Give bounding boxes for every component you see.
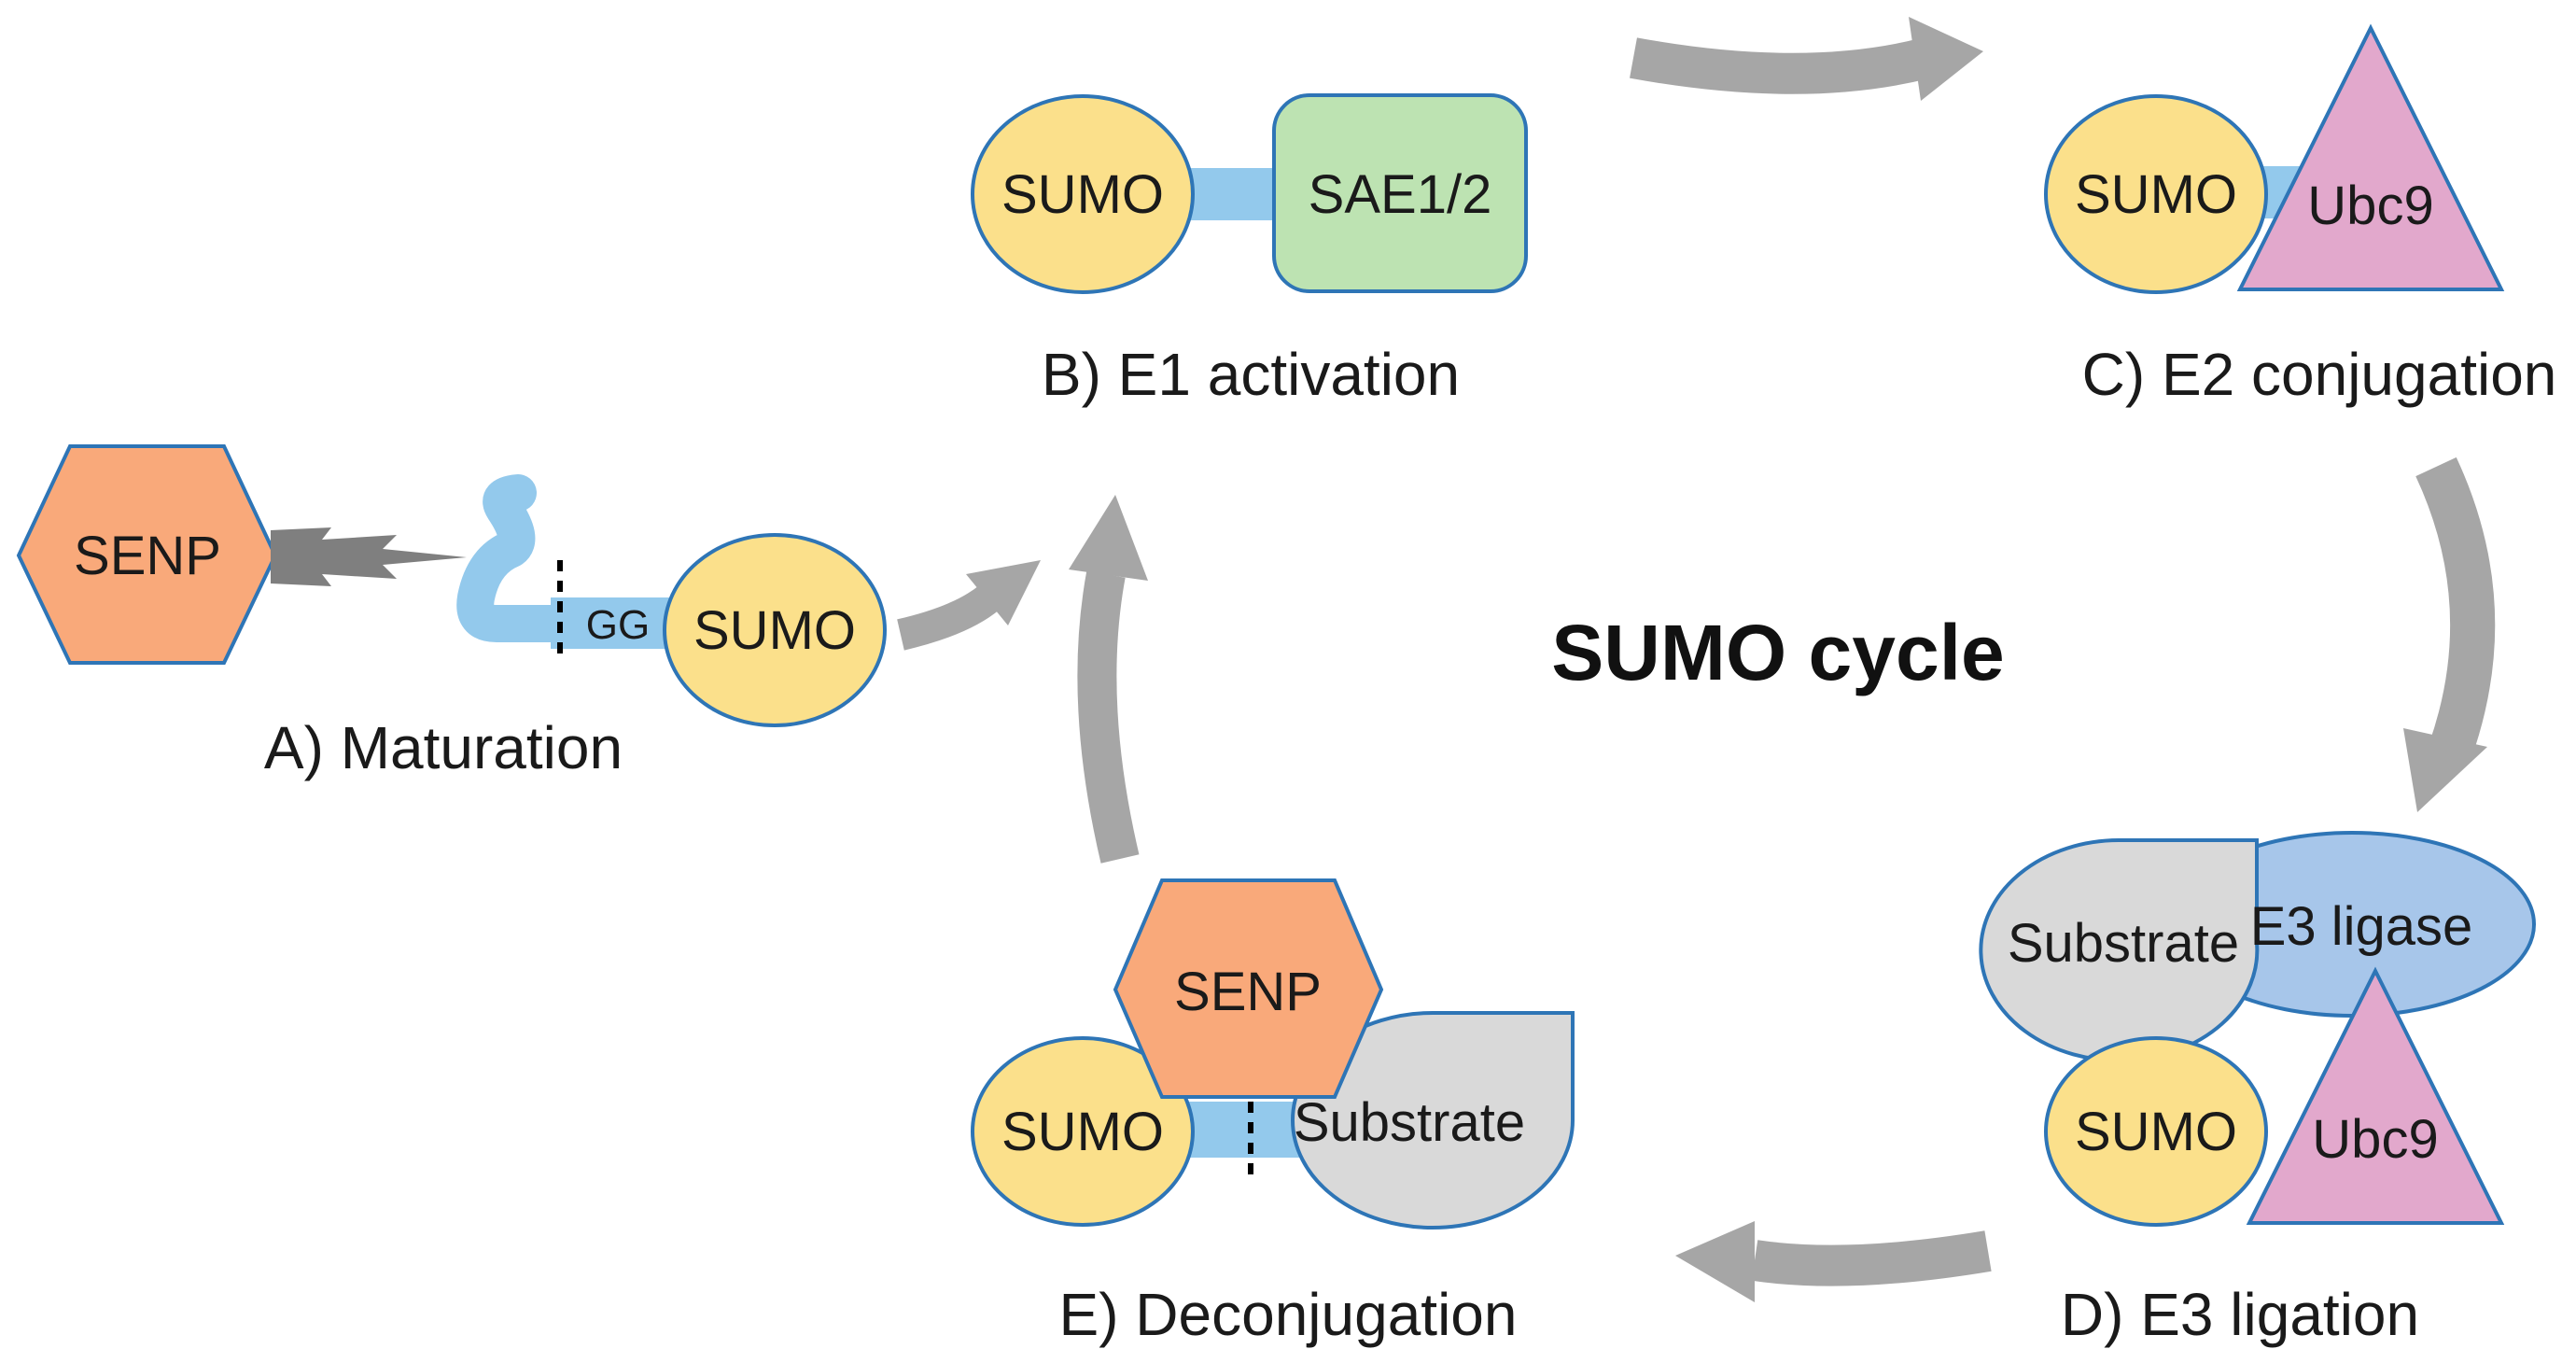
stage-label-e1: B) E1 activation (1042, 341, 1460, 408)
sumo-deconj (971, 1036, 1195, 1227)
arrow-deconj-to-e1 (1069, 495, 1148, 864)
stage-label-e3: D) E3 ligation (2061, 1281, 2419, 1348)
stage-e1-activation: SUMO SAE1/2 B) E1 activation (971, 93, 1528, 408)
senp-label: SENP (74, 526, 221, 586)
gg-label: GG (586, 602, 650, 648)
gg-linker (551, 597, 677, 649)
diagram-title: SUMO cycle (1551, 609, 2005, 696)
arrow-maturation-to-e1 (897, 560, 1041, 651)
substrate-e3 (1979, 838, 2260, 1062)
substrate-deconj-label: Substrate (1294, 1092, 1525, 1153)
ubc9-e2-label: Ubc9 (2307, 176, 2433, 236)
sumo-deconj-label: SUMO (1001, 1102, 1164, 1162)
senp-hexagon-deconj (1113, 878, 1384, 1099)
senp-deconj-label: SENP (1174, 962, 1322, 1022)
sae-label: SAE1/2 (1309, 164, 1492, 225)
stage-label-deconj: E) Deconjugation (1059, 1281, 1518, 1348)
sumo-e1-label: SUMO (1001, 164, 1164, 225)
sumo-maturation (663, 533, 887, 727)
stage-maturation: SENP GG SUMO A) Maturation (16, 444, 887, 781)
stage-deconjugation: Substrate SUMO SENP E) Deconjugation (971, 878, 1575, 1348)
sumo-maturation-label: SUMO (693, 600, 856, 661)
stage-e2-conjugation: SUMO Ubc9 C) E2 conjugation (2044, 23, 2557, 408)
cycle-arrows (897, 17, 2496, 1302)
stage-label-e2: C) E2 conjugation (2082, 341, 2557, 408)
sumo-e1 (971, 94, 1195, 294)
ubc9-triangle-e3 (2246, 966, 2505, 1225)
arrow-e2-to-e3 (2403, 457, 2496, 812)
arrow-e1-to-e2 (1630, 17, 1983, 101)
e3-ligase-label: E3 ligase (2250, 896, 2473, 957)
arrow-e3-to-deconj (1675, 1221, 1992, 1302)
cleaved-tail (456, 474, 577, 642)
stage-e3-ligation: Substrate E3 ligase Ubc9 SUMO D) E3 liga… (1979, 831, 2536, 1348)
cleavage-spark-icon (271, 527, 467, 586)
sumo-e3-label: SUMO (2075, 1102, 2237, 1162)
ubc9-triangle-e2 (2236, 23, 2505, 291)
stage-label-maturation: A) Maturation (264, 714, 623, 781)
ubc9-e3-label: Ubc9 (2312, 1109, 2438, 1170)
sae-box (1272, 93, 1528, 293)
sumo-e2-label: SUMO (2075, 164, 2237, 225)
sumo-e3 (2044, 1036, 2268, 1227)
substrate-e3-label: Substrate (2008, 913, 2239, 974)
sumo-e2 (2044, 94, 2268, 294)
